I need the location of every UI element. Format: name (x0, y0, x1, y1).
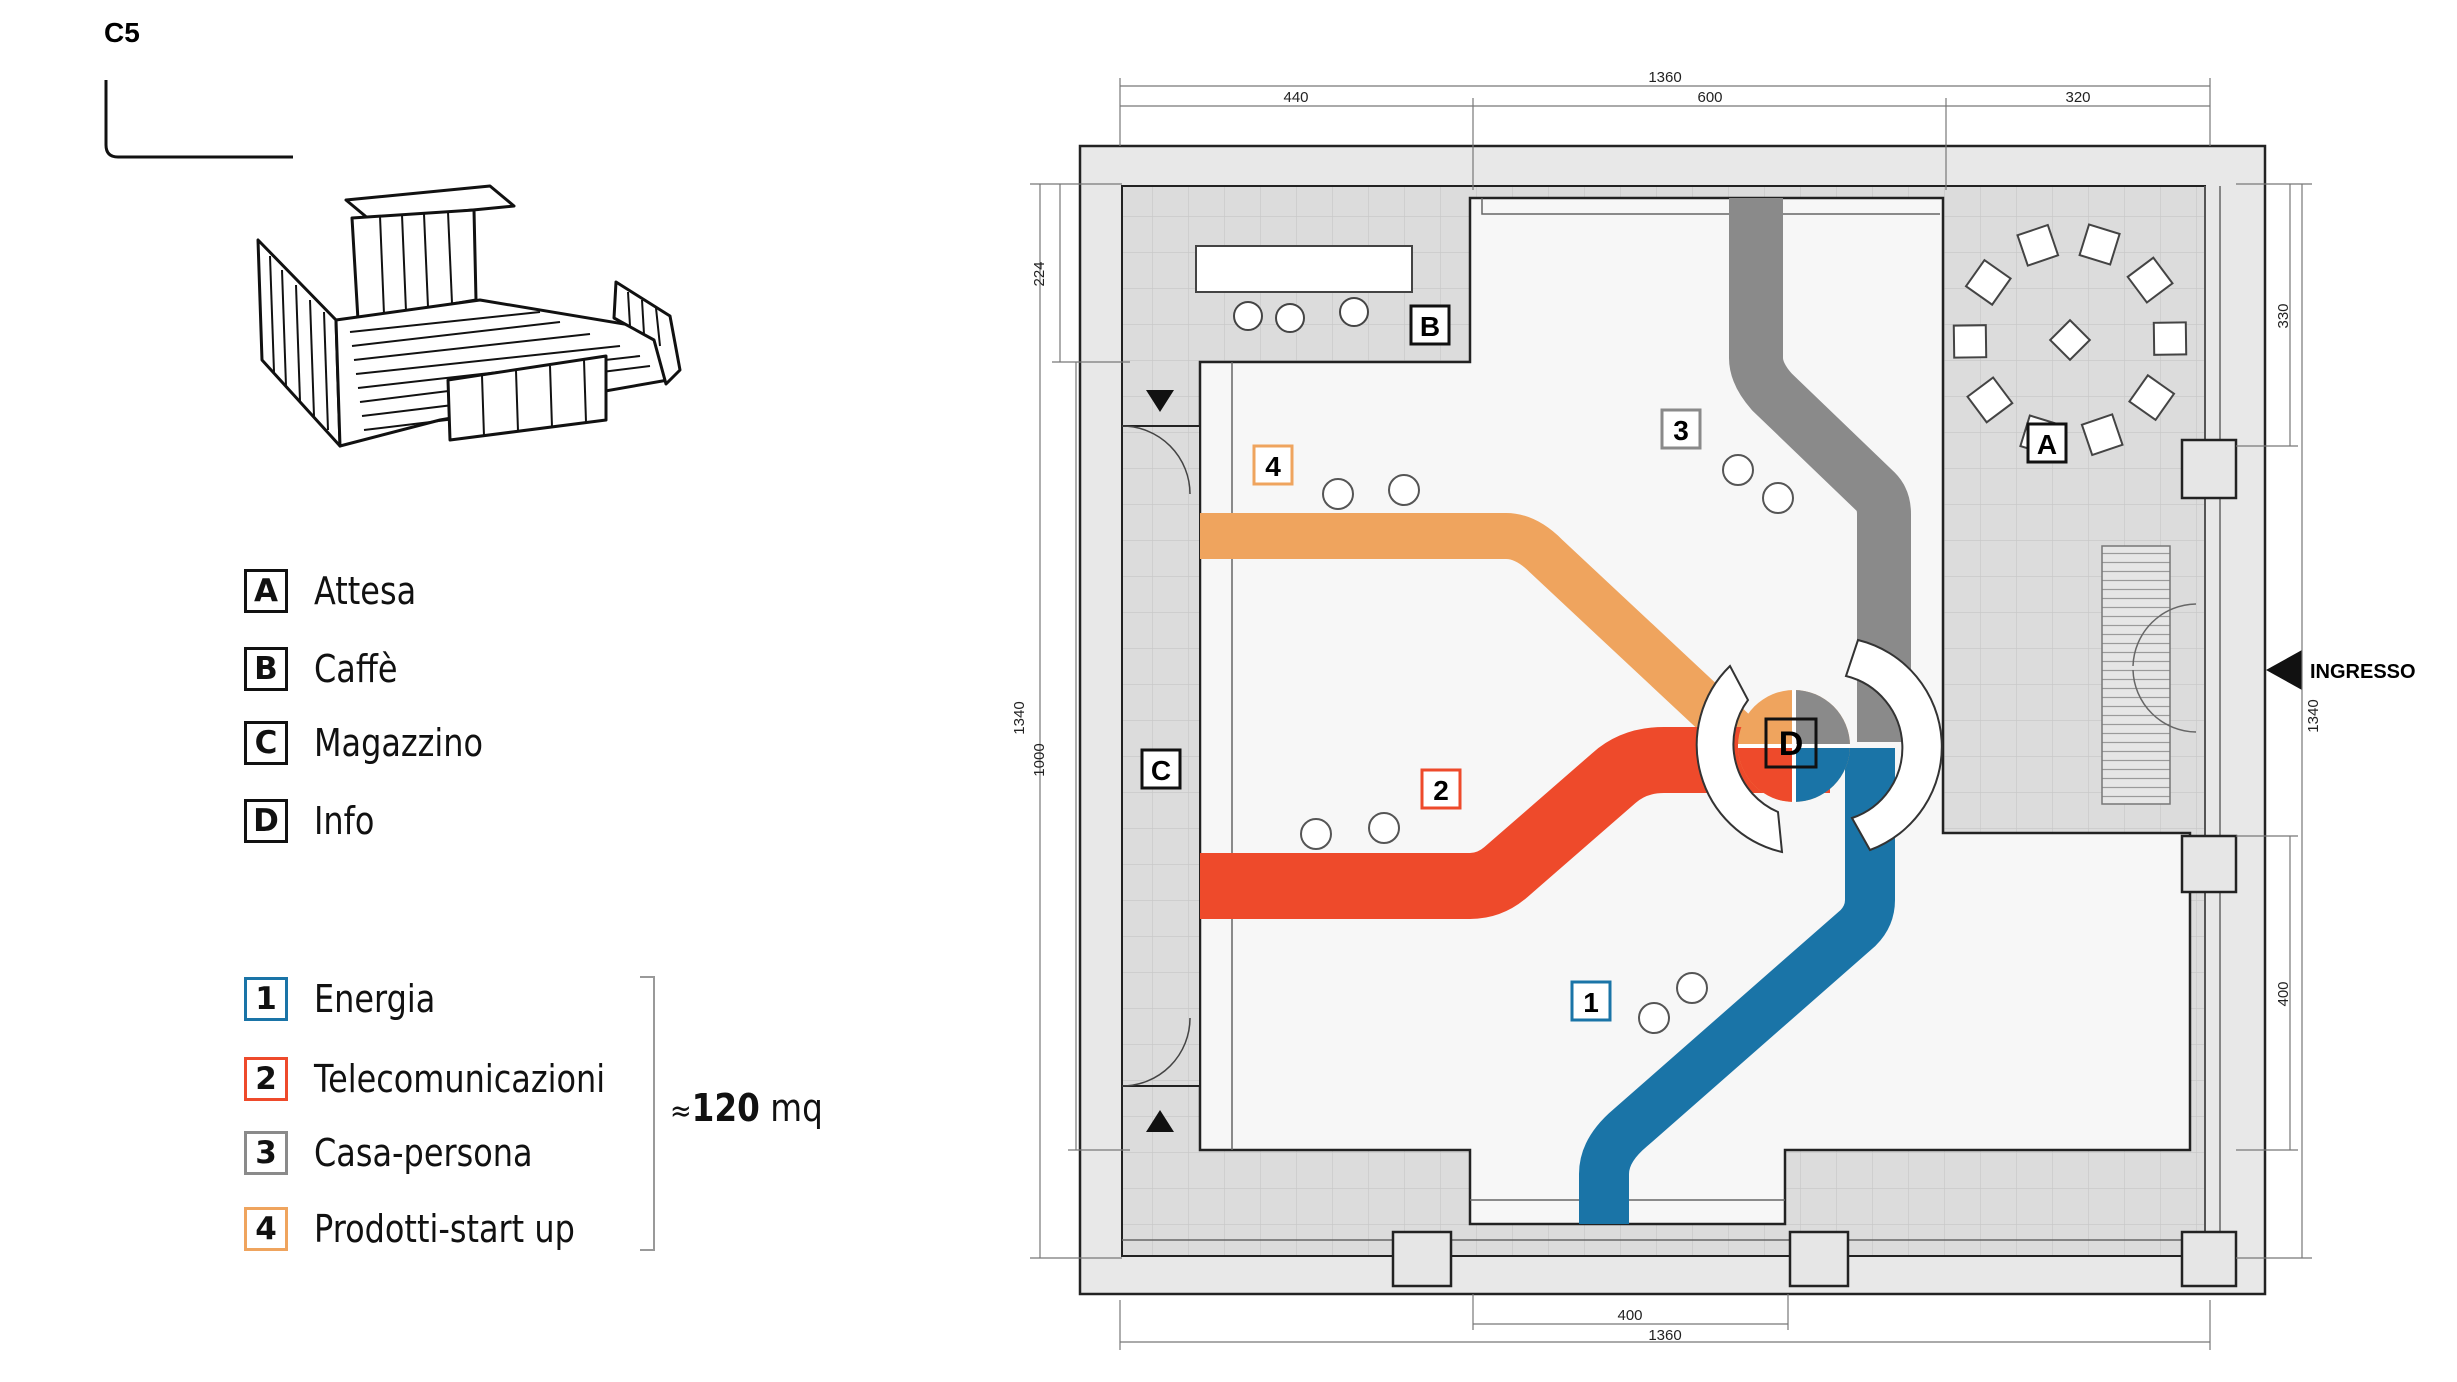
cafe-counter (1195, 245, 1413, 293)
path-startup (1200, 513, 1761, 759)
path-label-2: 2 (1433, 775, 1449, 806)
legend-key: 3 (244, 1131, 288, 1175)
dim-bottom-total: 1360 (1648, 1327, 1681, 1344)
legend-item-telecomunicazioni: 2 Telecomunicazioni (244, 1054, 661, 1104)
dim-left-inner: 1000 (1031, 743, 1048, 776)
legend-key: D (244, 799, 288, 843)
dim-left-upper: 224 (1031, 261, 1048, 286)
dim-right-lower: 400 (2275, 981, 2292, 1006)
info-desk (1695, 638, 1943, 854)
zone-label-c: C (1151, 755, 1171, 786)
legend-item-attesa: A Attesa (244, 566, 436, 616)
theme-bracket (640, 976, 655, 1251)
dim-right-upper: 330 (2275, 303, 2292, 328)
columns (1391, 438, 2238, 1288)
seat-icon (2152, 321, 2188, 356)
area-value: 120 (691, 1086, 760, 1130)
cafe-stools (1233, 297, 1369, 333)
legend-item-magazzino: C Magazzino (244, 718, 515, 768)
path-telecom (1200, 727, 1830, 919)
corner-mark (104, 80, 293, 159)
legend-label: Telecomunicazioni (314, 1057, 606, 1101)
path-label-4: 4 (1265, 451, 1281, 482)
dim-left-total: 1340 (1011, 701, 1028, 734)
display-stools (1300, 454, 1794, 1034)
legend-key: 4 (244, 1207, 288, 1251)
dim-top-right: 320 (2065, 89, 2090, 106)
entrance-ramp (2101, 545, 2171, 805)
sheet-id: C5 (104, 17, 140, 48)
legend-label: Prodotti-start up (314, 1207, 575, 1251)
dim-bottom-mid: 400 (1617, 1307, 1642, 1324)
area-note: ≈120 mq (670, 1086, 823, 1130)
entrance-arrow-icon (2266, 650, 2302, 690)
legend-key: A (244, 569, 288, 613)
legend-key: C (244, 721, 288, 765)
path-energia (1579, 748, 1895, 1224)
dim-right-total: 1340 (2305, 699, 2322, 732)
legend-item-energia: 1 Energia (244, 974, 458, 1024)
furniture-isometric-icon (256, 184, 682, 448)
dimension-lines (1030, 78, 2312, 1350)
seat-icon (1964, 258, 2012, 307)
path-casa (1729, 198, 1911, 742)
legend-item-info: D Info (244, 796, 386, 846)
legend-item-caffe: B Caffè (244, 644, 413, 694)
path-label-1: 1 (1583, 987, 1599, 1018)
legend-key: 1 (244, 977, 288, 1021)
legend-item-casa-persona: 3 Casa-persona (244, 1128, 574, 1178)
coffee-table-icon (2048, 318, 2092, 362)
arrow-up-icon (1146, 1110, 1174, 1132)
legend-label: Attesa (314, 569, 417, 613)
legend-label: Info (314, 799, 375, 843)
area-approx-sign: ≈ (670, 1094, 692, 1129)
zone-label-a: A (2037, 429, 2057, 460)
legend-item-prodotti-start-up: 4 Prodotti-start up (244, 1204, 625, 1254)
legend-label: Caffè (314, 647, 398, 691)
path-label-3: 3 (1673, 415, 1689, 446)
zone-label-b: B (1420, 311, 1440, 342)
legend-label: Energia (314, 977, 436, 1021)
legend-key: 2 (244, 1057, 288, 1101)
seat-icon (2128, 373, 2176, 422)
legend-label: Magazzino (314, 721, 484, 765)
dim-top-left: 440 (1283, 89, 1308, 106)
seat-icon (2078, 223, 2121, 266)
arrow-down-icon (1146, 390, 1174, 412)
area-unit: mq (770, 1086, 823, 1130)
seat-icon (1952, 324, 1988, 359)
floor-plan: B A C D 4 2 3 1 INGRESSO (1078, 144, 2416, 1296)
legend-label: Casa-persona (314, 1131, 533, 1175)
seat-icon (2016, 223, 2060, 267)
seat-icon (2080, 413, 2124, 457)
seat-icon (2126, 256, 2174, 304)
seat-icon (1966, 376, 2014, 424)
entrance-label: INGRESSO (2310, 661, 2416, 683)
dim-top-mid: 600 (1697, 89, 1722, 106)
zone-label-d: D (1779, 725, 1804, 763)
legend-key: B (244, 647, 288, 691)
dim-top-total: 1360 (1648, 69, 1681, 86)
